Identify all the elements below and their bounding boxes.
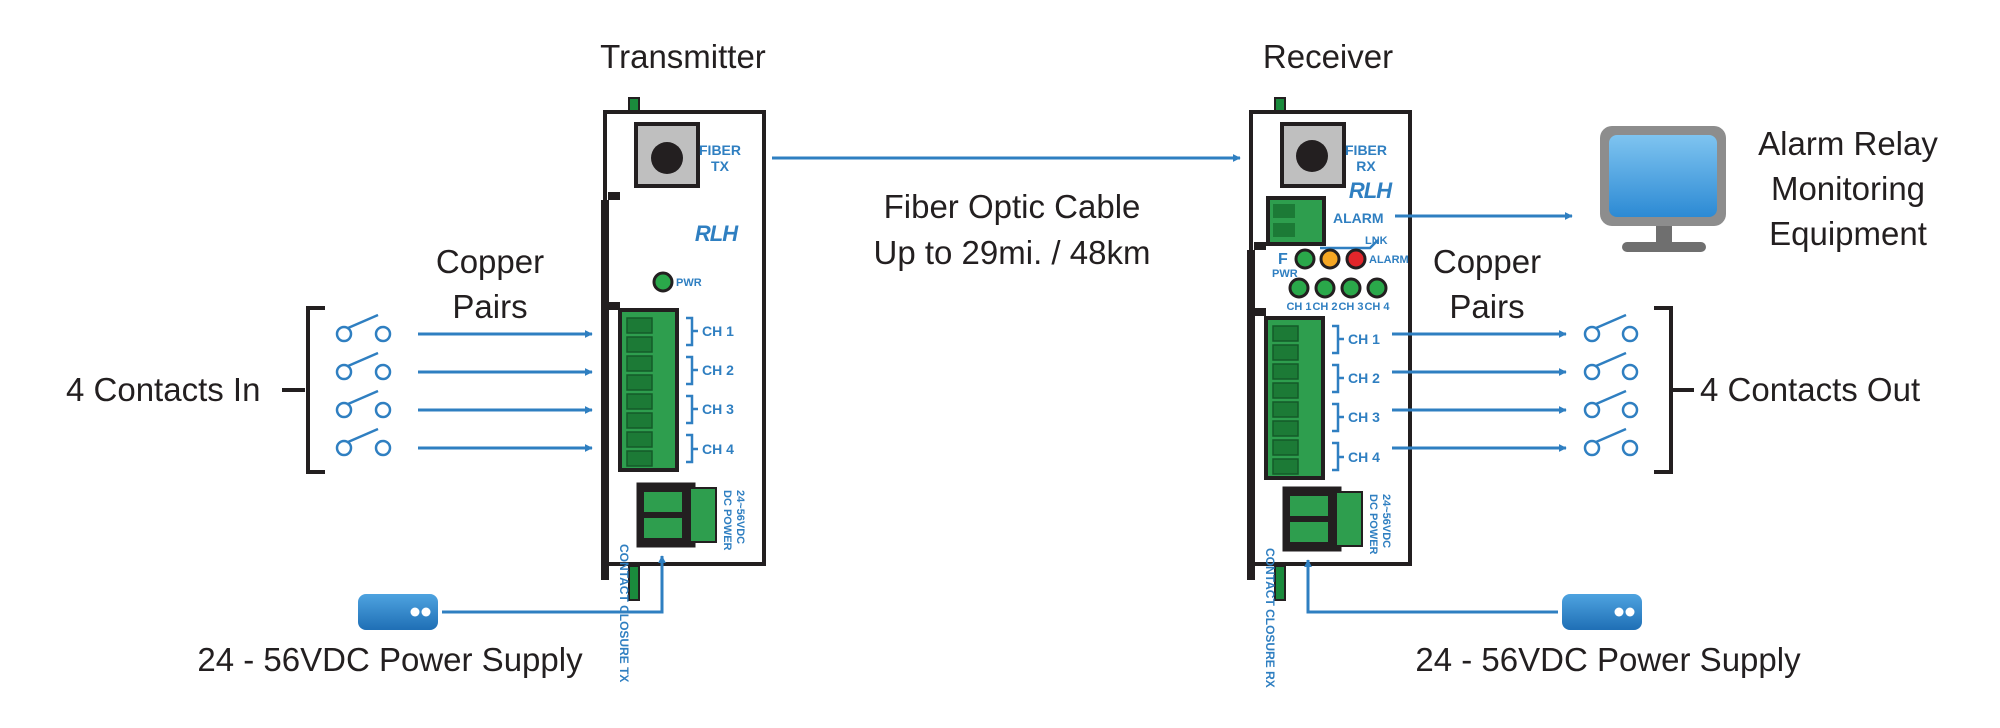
rx-alarm-label: ALARM: [1333, 210, 1384, 226]
tx-ch3-label: CH 3: [702, 401, 734, 417]
switch-out-4: [1583, 427, 1639, 457]
rx-ch2-label: CH 2: [1348, 370, 1380, 386]
copper-arrows-tx: [418, 330, 593, 452]
contact-switches-out: [1583, 313, 1639, 457]
switch-in-3: [335, 389, 392, 419]
fiber-tx-label-1: FIBER: [699, 142, 741, 158]
rx-lnk-label: LNK: [1365, 235, 1388, 247]
rx-led-ch4-label: CH 4: [1364, 301, 1390, 313]
alarm-equipment-line3: Equipment: [1769, 215, 1927, 252]
monitor-icon: [1600, 126, 1726, 252]
tx-ch4-label: CH 4: [702, 441, 734, 457]
tx-pwr-led: [652, 271, 674, 293]
transmitter-device: FIBER TX RLH PWR CH 1 CH 2 CH 3 CH 4 CON…: [601, 97, 766, 682]
tx-power-supply-icon: [358, 594, 438, 630]
contacts-out-label: 4 Contacts Out: [1700, 371, 1920, 408]
rx-led-ch1-label: CH 1: [1286, 301, 1311, 313]
tx-power-feed-arrow: [442, 555, 666, 614]
switch-in-2: [335, 351, 392, 381]
rx-led-ch3-label: CH 3: [1338, 301, 1363, 313]
tx-power-supply-label: 24 - 56VDC Power Supply: [197, 641, 583, 678]
tx-logo: RLH: [695, 221, 739, 246]
rx-ch4-led: [1366, 277, 1388, 299]
copper-pairs-rx-line2: Pairs: [1449, 288, 1524, 325]
fiber-rx-label-2: RX: [1356, 158, 1376, 174]
contact-switches-in: [335, 313, 392, 457]
rx-power-supply-label: 24 - 56VDC Power Supply: [1415, 641, 1801, 678]
receiver-title: Receiver: [1263, 38, 1393, 75]
fiber-tx-port-hole: [651, 142, 683, 174]
rx-side-label: CONTACT CLOSURE RX: [1263, 548, 1277, 688]
rx-ch3-label: CH 3: [1348, 409, 1380, 425]
tx-ch2-label: CH 2: [702, 362, 734, 378]
switch-out-2: [1583, 351, 1639, 381]
rx-status-brace: [1320, 239, 1379, 250]
rx-channel-braces: [1332, 324, 1344, 472]
contacts-in-bracket: [306, 306, 325, 474]
tx-terminal-slots: [626, 317, 653, 467]
rx-power-supply-icon: [1562, 594, 1642, 630]
rx-dc-power-label: DC POWER: [1367, 494, 1379, 555]
fiber-cable-label: Fiber Optic Cable: [884, 188, 1141, 225]
rx-dc-voltage-label: 24~56VDC: [1380, 494, 1392, 548]
contacts-in-label: 4 Contacts In: [66, 371, 260, 408]
rx-terminal-slots: [1272, 325, 1299, 475]
rx-pwr-led: [1294, 248, 1316, 270]
switch-out-1: [1583, 313, 1639, 343]
rx-lnk-led: [1319, 248, 1341, 270]
fiber-tx-label-2: TX: [711, 158, 730, 174]
switch-in-4: [335, 427, 392, 457]
copper-arrows-rx: [1392, 330, 1567, 452]
rx-pwr-mark: F: [1278, 251, 1288, 268]
fiber-rx-label-1: FIBER: [1345, 142, 1387, 158]
tx-dc-voltage-label: 24~56VDC: [734, 490, 746, 544]
fiber-rx-port-hole: [1296, 140, 1328, 172]
rx-logo: RLH: [1349, 178, 1393, 203]
tx-pwr-label: PWR: [676, 277, 702, 289]
rx-pwr-label: PWR: [1272, 268, 1298, 280]
rx-led-ch2-label: CH 2: [1312, 301, 1337, 313]
rx-alarm-led-label: ALARM: [1369, 254, 1409, 266]
rx-ch2-led: [1314, 277, 1336, 299]
copper-pairs-rx-line1: Copper: [1433, 243, 1541, 280]
switch-in-1: [335, 313, 392, 343]
rx-ch4-label: CH 4: [1348, 449, 1380, 465]
switch-out-3: [1583, 389, 1639, 419]
rx-ch3-led: [1340, 277, 1362, 299]
tx-ch1-label: CH 1: [702, 323, 734, 339]
tx-channel-braces: [686, 316, 698, 464]
rx-power-feed-arrow: [1304, 559, 1558, 614]
fiber-distance-label: Up to 29mi. / 48km: [874, 234, 1151, 271]
rx-ch1-label: CH 1: [1348, 331, 1380, 347]
rx-alarm-led: [1345, 248, 1367, 270]
transmitter-title: Transmitter: [600, 38, 766, 75]
receiver-device: FIBER RX RLH ALARM LNK F PWR ALARM CH 1 …: [1247, 97, 1412, 688]
alarm-equipment-line2: Monitoring: [1771, 170, 1925, 207]
alarm-equipment-line1: Alarm Relay: [1758, 125, 1938, 162]
rx-ch1-led: [1288, 277, 1310, 299]
copper-pairs-tx-line1: Copper: [436, 243, 544, 280]
contacts-out-bracket: [1654, 306, 1673, 474]
tx-dc-power-label: DC POWER: [721, 490, 733, 551]
copper-pairs-tx-line2: Pairs: [452, 288, 527, 325]
